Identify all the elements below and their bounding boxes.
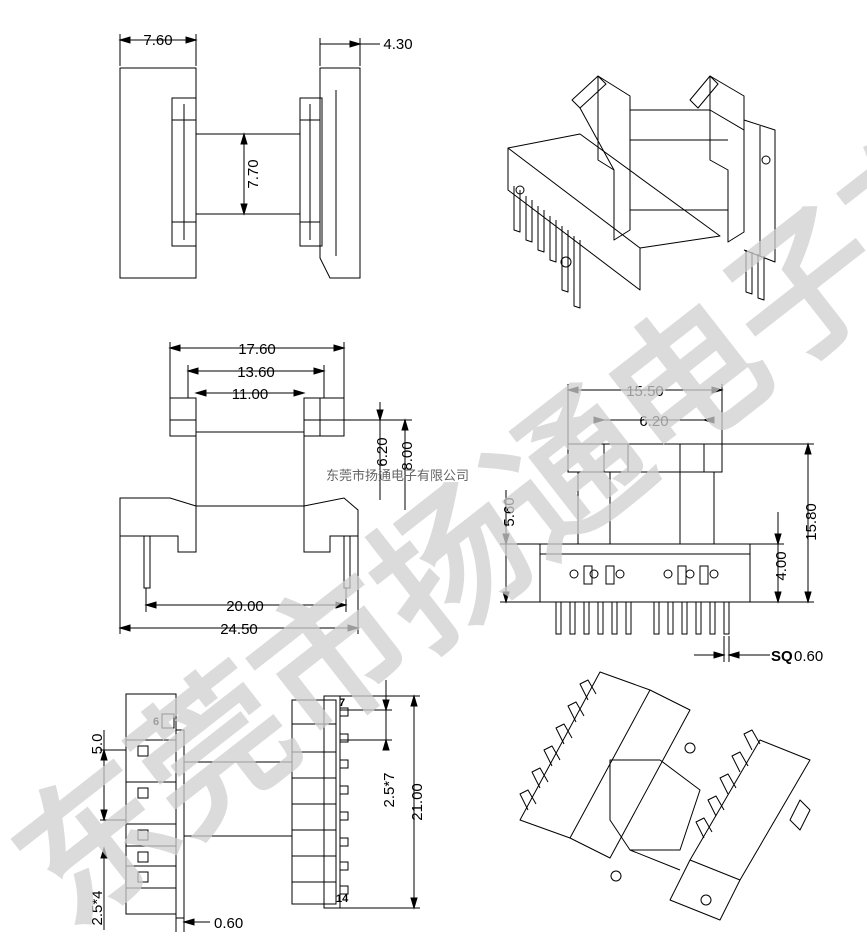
dim-1360: 13.60 bbox=[237, 364, 275, 381]
dim-25x4: 2.5*4 bbox=[89, 890, 106, 925]
dim-1550: 15.50 bbox=[626, 383, 664, 400]
dim-1580: 15.80 bbox=[803, 503, 820, 541]
dim-400: 4.00 bbox=[773, 551, 790, 580]
top-view bbox=[118, 34, 380, 279]
dim-1760: 17.60 bbox=[238, 341, 276, 358]
dim-620-horizontal: 6.20 bbox=[639, 413, 668, 430]
pin-label-7: 7 bbox=[339, 697, 345, 709]
dim-50: 5.0 bbox=[89, 734, 106, 755]
pin-row bbox=[555, 601, 730, 635]
isometric-view-top bbox=[507, 75, 776, 309]
dim-25x7: 2.5*7 bbox=[381, 772, 398, 807]
watermark-small-text: 东莞市扬通电子有限公司 bbox=[326, 468, 469, 484]
dim-430: 4.30 bbox=[383, 36, 412, 53]
left-pin-slots bbox=[126, 739, 176, 889]
dim-sq-prefix: SQ bbox=[771, 648, 793, 665]
front-view bbox=[118, 342, 412, 634]
dim-800: 8.00 bbox=[399, 441, 416, 470]
dim-620-vertical: 6.20 bbox=[374, 437, 391, 466]
dim-2450: 24.50 bbox=[220, 621, 258, 638]
iso-top-pins bbox=[513, 155, 771, 309]
dim-560: 5.60 bbox=[501, 497, 518, 526]
dim-2100: 21.00 bbox=[409, 783, 426, 821]
pin-label-6: 6 bbox=[153, 716, 159, 728]
dim-060: 0.60 bbox=[214, 915, 243, 932]
iso-bottom-pins bbox=[519, 679, 761, 906]
isometric-view-bottom bbox=[519, 671, 811, 921]
pin-label-14: 14 bbox=[336, 893, 349, 905]
dim-770: 7.70 bbox=[245, 159, 262, 188]
dim-2000: 20.00 bbox=[226, 598, 264, 615]
dim-1100: 11.00 bbox=[232, 386, 268, 403]
side-view bbox=[500, 384, 814, 662]
dim-sq-value: 0.60 bbox=[794, 648, 823, 665]
bottom-view bbox=[100, 680, 420, 932]
right-pin-slots bbox=[292, 707, 349, 895]
dimension-labels: 7.60 4.30 7.70 17.60 13.60 11.00 6.20 8.… bbox=[89, 32, 823, 932]
dim-760: 7.60 bbox=[143, 32, 172, 49]
